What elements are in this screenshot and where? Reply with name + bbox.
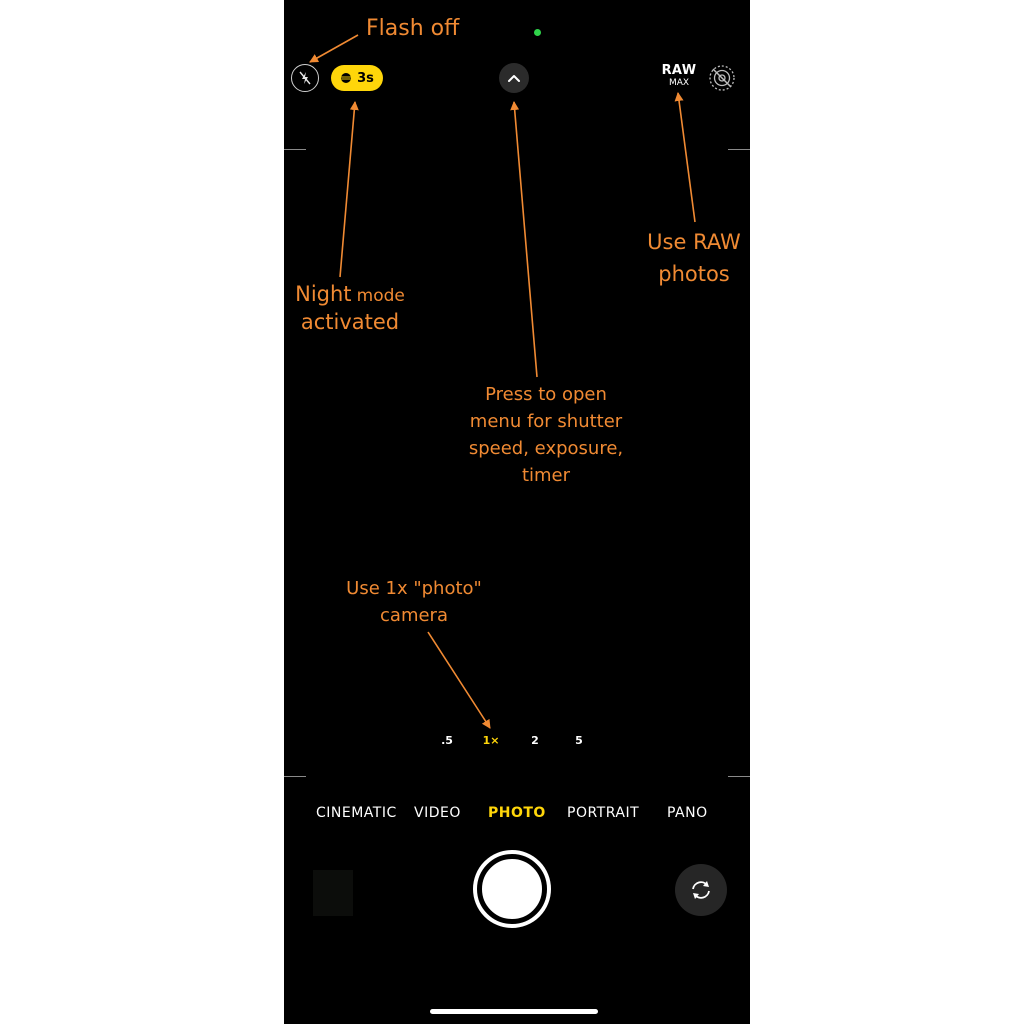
mode-pano[interactable]: PANO — [667, 805, 708, 821]
mode-portrait[interactable]: PORTRAIT — [567, 805, 640, 821]
frame-corner-tick — [728, 776, 750, 777]
live-photo-off-icon — [709, 65, 735, 91]
zoom-option-5x[interactable]: 5 — [575, 734, 583, 747]
camera-flip-icon — [692, 881, 710, 899]
zoom-option-2x[interactable]: 2 — [531, 734, 539, 747]
night-mode-icon — [341, 73, 352, 83]
raw-toggle-button[interactable]: RAW MAX — [660, 64, 698, 88]
shutter-button-inner — [480, 857, 544, 921]
shutter-button[interactable] — [473, 850, 551, 928]
zoom-annotation: Use 1x "photo" camera — [346, 578, 482, 626]
night-mode-annotation: Night mode activated — [295, 282, 405, 334]
raw-annotation: Use RAW photos — [647, 230, 741, 286]
mode-cinematic[interactable]: CINEMATIC — [316, 805, 397, 821]
home-indicator[interactable] — [430, 1009, 598, 1014]
camera-viewfinder[interactable]: 3s RAW MAX .5 1× 2 5 CINEMATIC VIDEO PHO… — [284, 0, 750, 1024]
mode-photo[interactable]: PHOTO — [488, 805, 546, 821]
night-mode-button[interactable]: 3s — [331, 65, 383, 91]
raw-sublabel: MAX — [668, 78, 690, 88]
camera-settings-menu-button[interactable] — [499, 63, 529, 93]
zoom-option-0.5x[interactable]: .5 — [441, 734, 453, 747]
chevron-up-icon — [508, 75, 520, 82]
zoom-option-1x[interactable]: 1× — [482, 734, 500, 747]
frame-corner-tick — [284, 149, 306, 150]
mode-video[interactable]: VIDEO — [414, 805, 461, 821]
menu-annotation: Press to open menu for shutter speed, ex… — [468, 384, 624, 486]
night-mode-duration: 3s — [357, 70, 374, 86]
flash-button[interactable] — [291, 64, 319, 92]
camera-in-use-indicator — [534, 29, 541, 36]
live-photo-button[interactable] — [708, 64, 736, 92]
frame-corner-tick — [728, 149, 750, 150]
frame-corner-tick — [284, 776, 306, 777]
flash-off-icon — [299, 71, 311, 85]
flash-annotation: Flash off — [366, 16, 460, 41]
raw-label: RAW — [661, 63, 697, 78]
last-photo-thumbnail[interactable] — [313, 870, 353, 916]
flip-camera-button[interactable] — [675, 864, 727, 916]
